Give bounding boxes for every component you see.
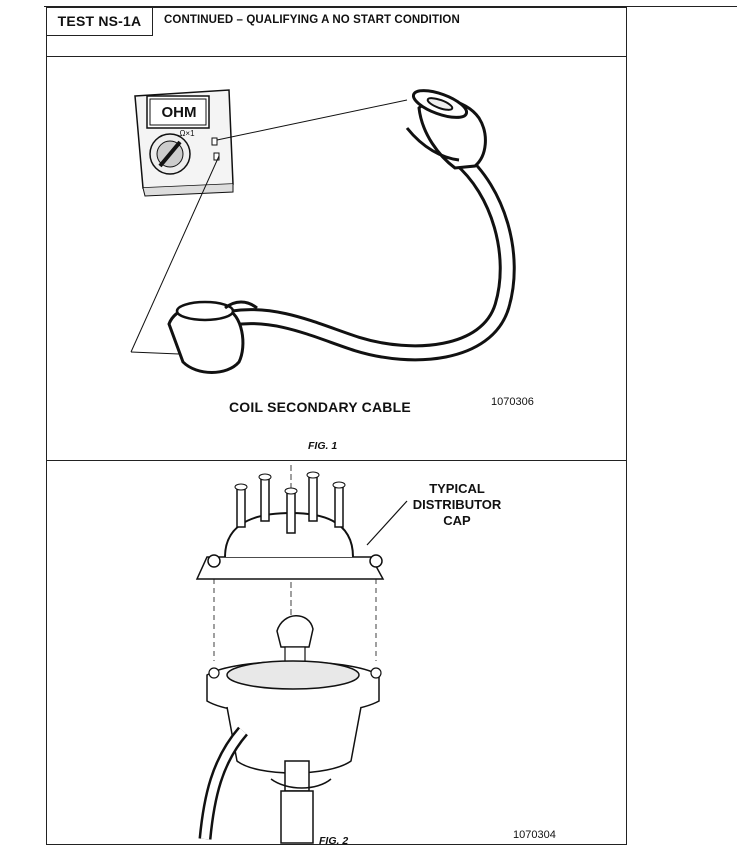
figure-1-label: FIG. 1: [308, 440, 338, 452]
distributor-illustration: [195, 465, 408, 844]
callout-leader-line: [366, 500, 408, 546]
test-id: TEST NS-1A: [47, 8, 153, 36]
figure-2-label: FIG. 2: [319, 835, 349, 847]
meter-display-text: OHM: [162, 104, 197, 121]
meter-range-text: Ω×1: [179, 129, 195, 138]
top-rule: [44, 6, 737, 7]
figure-2-panel: TYPICAL DISTRIBUTOR CAP 1070304 FIG. 2: [47, 461, 626, 847]
distributor-cap-callout: TYPICAL DISTRIBUTOR CAP: [412, 481, 502, 528]
distributor-cap-illustration: [195, 465, 385, 661]
figure-2-reference: 1070304: [513, 829, 556, 841]
cable-lower-boot: [167, 300, 258, 374]
distributor-rotor-illustration: [276, 615, 314, 666]
test-lead-upper: [216, 99, 408, 141]
coil-cable-illustration: OHM Ω×1: [130, 89, 516, 374]
figure-1-panel: OHM Ω×1 COIL SECONDARY CABL: [47, 56, 626, 461]
test-lead-lower: [130, 155, 220, 353]
test-lead-lower-tip: [130, 351, 180, 355]
distributor-housing-illustration: [206, 660, 382, 844]
ohmmeter-illustration: [134, 89, 234, 197]
test-title: CONTINUED – QUALIFYING A NO START CONDIT…: [164, 14, 460, 26]
figure-1-caption: COIL SECONDARY CABLE: [229, 399, 411, 415]
test-header: TEST NS-1A CONTINUED – QUALIFYING A NO S…: [47, 8, 626, 57]
cable-upper-boot: [405, 89, 487, 170]
cable-body: [226, 152, 513, 359]
harness-wire-illustration: [198, 726, 249, 840]
figure-1-reference: 1070306: [491, 396, 534, 408]
page-frame: TEST NS-1A CONTINUED – QUALIFYING A NO S…: [46, 7, 627, 847]
